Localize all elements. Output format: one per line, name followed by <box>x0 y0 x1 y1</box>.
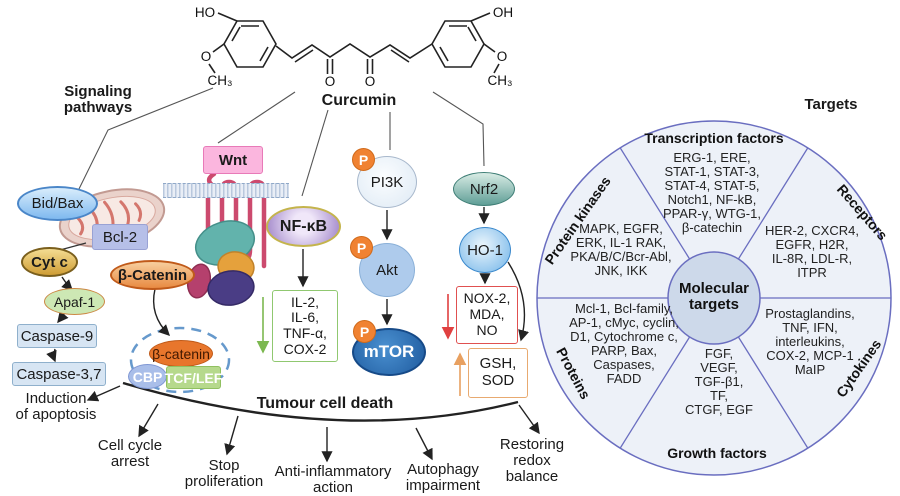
outcome-redox-balance: Restoring redox balance <box>499 436 565 486</box>
pathway-arrows <box>46 207 529 363</box>
bid-bax-node: Bid/Bax <box>17 186 98 221</box>
tumour-death-curve <box>122 381 519 422</box>
cyt-c-node: Cyt c <box>21 247 78 277</box>
outcome-arrows <box>86 385 540 463</box>
mtor-node: mTOR <box>352 328 426 376</box>
sector-items-growth-factors: FGF, VEGF, TGF-β1, TF, CTGF, EGF <box>685 346 753 418</box>
tcf-lef-node: TCF/LEF <box>165 366 222 389</box>
targets-wheel <box>536 120 892 476</box>
outcome-cell-cycle-arrest: Cell cycle arrest <box>97 437 163 471</box>
nox-mda-no-box: NOX-2, MDA, NO <box>456 286 518 344</box>
gsh-sod-box: GSH, SOD <box>468 348 528 398</box>
molecular-targets-hub <box>667 251 761 345</box>
sector-items-receptors: HER-2, CXCR4, EGFR, H2R, IL-8R, LDL-R, I… <box>765 223 859 281</box>
nfkb-node: NF-κB <box>266 206 341 247</box>
beta-catenin-node: β-Catenin <box>110 260 195 290</box>
structure-o-left-label: O <box>201 49 212 64</box>
cbp-node: CBP <box>128 364 167 389</box>
apaf1-node: Apaf-1 <box>44 288 105 315</box>
wnt-node: Wnt <box>203 146 263 174</box>
nrf2-node: Nrf2 <box>453 172 515 206</box>
sector-items-cytokines: Prostaglandins, TNF, IFN, interleukins, … <box>765 306 855 378</box>
destruction-complex-icon <box>186 220 256 306</box>
structure-o-right-label: O <box>497 49 508 64</box>
outcome-autophagy: Autophagy impairment <box>405 461 481 495</box>
outcome-anti-inflammatory: Anti-inflammatory action <box>274 463 392 496</box>
structure-ketone-o2-label: O <box>365 74 376 89</box>
beta-catenin-nuclear-node: β-catenin <box>149 340 213 367</box>
structure-ho-label: HO <box>195 5 215 20</box>
bcl2-node: Bcl-2 <box>92 224 148 250</box>
structure-ch3-right-label: CH₃ <box>488 73 513 88</box>
nucleus-dashed-outline <box>129 326 231 394</box>
targets-heading: Targets <box>804 96 858 113</box>
nfkb-effect-box: IL-2, IL-6, TNF-α, COX-2 <box>272 290 338 362</box>
structure-ch3-left-label: CH₃ <box>208 73 233 88</box>
signaling-pathways-heading: Signaling pathways <box>63 83 133 117</box>
cell-membrane <box>163 183 289 198</box>
ho1-node: HO-1 <box>459 227 511 273</box>
outcome-apoptosis: Induction of apoptosis <box>15 390 97 424</box>
phospho-badge-pi3k: P <box>352 148 375 171</box>
structure-ketone-o1-label: O <box>325 74 336 89</box>
caspase9-node: Caspase-9 <box>17 324 97 348</box>
caspase37-node: Caspase-3,7 <box>12 362 106 386</box>
phospho-badge-akt: P <box>350 236 373 259</box>
curcumin-structure <box>208 12 500 74</box>
sector-items-proteins: Mcl-1, Bcl-family, AP-1, cMyc, cyclin, D… <box>569 301 679 387</box>
molecular-targets-label: Molecular targets <box>678 280 750 314</box>
tumour-cell-death-label: Tumour cell death <box>256 395 394 412</box>
sector-name-transcription-factors: Transcription factors <box>644 130 784 146</box>
curcumin-connector-lines <box>76 87 485 197</box>
outcome-stop-proliferation: Stop proliferation <box>184 457 264 491</box>
curcumin-label: Curcumin <box>321 92 397 109</box>
sector-items-protein-kinases: MAPK, EGFR, ERK, IL-1 RAK, PKA/B/C/Bcr-A… <box>570 221 672 279</box>
sector-name-growth-factors: Growth factors <box>667 445 767 461</box>
phospho-badge-mtor: P <box>353 320 376 343</box>
structure-oh-label: OH <box>493 5 513 20</box>
sector-items-transcription-factors: ERG-1, ERE, STAT-1, STAT-3, STAT-4, STAT… <box>663 150 761 236</box>
